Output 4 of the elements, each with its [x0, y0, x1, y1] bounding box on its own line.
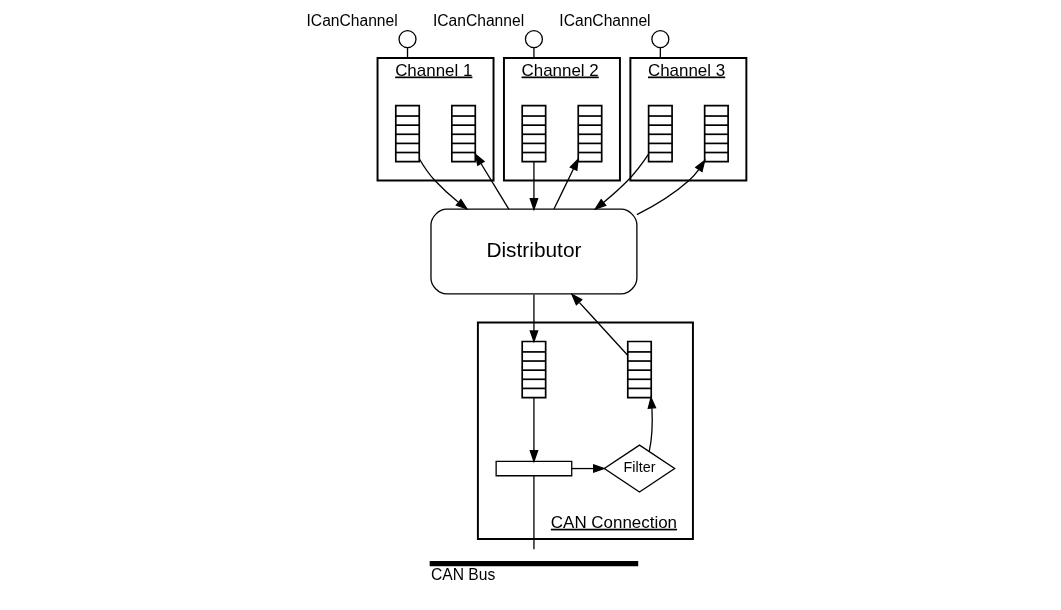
node-label: CAN Bus [430, 566, 495, 584]
node-label: ICanChannel [558, 12, 651, 30]
node-label: ICanChannel [306, 12, 398, 30]
node-label: ICanChannel [432, 12, 524, 30]
